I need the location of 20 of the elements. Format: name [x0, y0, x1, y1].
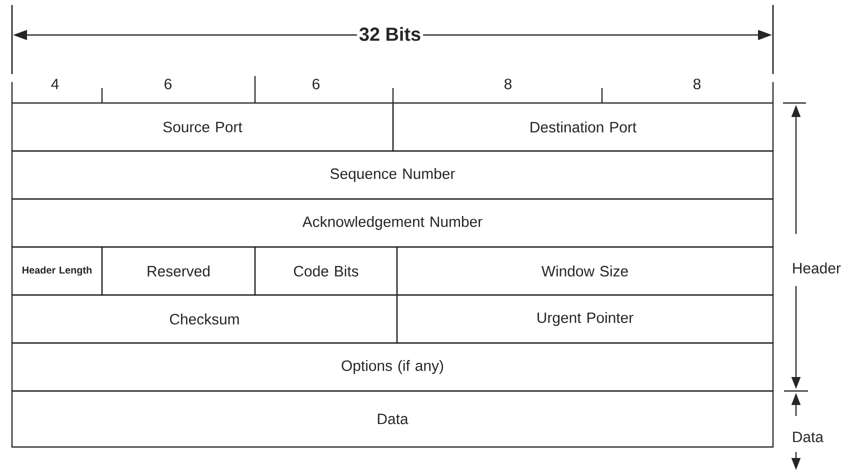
- field-cell: Checksum: [11, 294, 398, 344]
- bit-width-label: 6: [164, 78, 172, 90]
- field-cell: Reserved: [101, 246, 256, 296]
- field-cell: Code Bits: [254, 246, 398, 296]
- field-cell: Destination Port: [392, 102, 774, 152]
- field-cell: Sequence Number: [11, 150, 774, 200]
- field-cell: Source Port: [11, 102, 394, 152]
- bit-width-label: 8: [694, 78, 700, 90]
- bit-width-label: 8: [504, 78, 512, 90]
- field-cell: Data: [11, 390, 774, 448]
- dimension-label: Data: [793, 432, 824, 442]
- field-cell: Options (if any): [11, 342, 774, 392]
- field-cell: Header Length: [11, 246, 103, 296]
- field-cell: Window Size: [396, 246, 774, 296]
- field-cell: Urgent Pointer: [396, 294, 774, 344]
- dimension-label: Header: [793, 262, 841, 274]
- field-cell: Acknowledgement Number: [11, 198, 774, 248]
- dimension-label: 32 Bits: [356, 25, 424, 43]
- bit-width-label: 6: [312, 78, 320, 90]
- bit-width-label: 4: [51, 78, 59, 90]
